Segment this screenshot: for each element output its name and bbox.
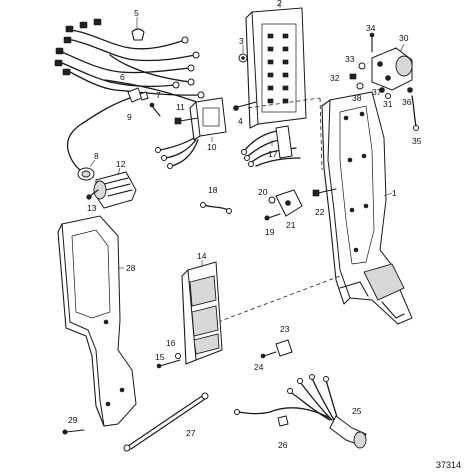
callout-27: 27 — [186, 428, 196, 438]
connector-part-23 — [275, 339, 293, 357]
harness-part-17 — [241, 125, 301, 167]
solenoid-part-30 — [371, 43, 413, 91]
callout-35: 35 — [412, 136, 422, 146]
bolt-part-22 — [312, 188, 337, 197]
callout-22: 22 — [315, 207, 325, 217]
terminal-block-part-2 — [245, 3, 307, 129]
washer-part-16 — [175, 353, 181, 359]
callout-32: 32 — [330, 73, 340, 83]
washer-part-32 — [349, 73, 357, 80]
boot-part-8 — [77, 159, 96, 181]
callout-29: 29 — [68, 415, 78, 425]
callout-7: 7 — [156, 90, 161, 100]
callout-30: 30 — [399, 33, 409, 43]
alignment-line — [217, 275, 341, 323]
screw-part-29 — [62, 429, 85, 435]
callout-31: 31 — [383, 99, 393, 109]
switch-box-part-14 — [181, 260, 223, 365]
callout-36: 36 — [402, 97, 412, 107]
callout-26: 26 — [278, 440, 288, 450]
coil-part-12 — [93, 167, 137, 209]
callout-6: 6 — [120, 72, 125, 82]
wire-part-18 — [200, 202, 232, 214]
callout-18: 18 — [208, 185, 218, 195]
harness-part-25 — [234, 374, 367, 449]
callout-10: 10 — [207, 142, 217, 152]
callout-5: 5 — [134, 8, 139, 18]
nut-part-36 — [407, 87, 413, 93]
callout-13: 13 — [87, 203, 97, 213]
callout-24: 24 — [254, 362, 264, 372]
callout-37: 37 — [372, 87, 382, 97]
callout-25: 25 — [352, 406, 362, 416]
callout-1: 1 — [392, 188, 397, 198]
clip-part-5 — [131, 17, 145, 41]
screw-part-24 — [260, 351, 277, 359]
connector-part-26 — [277, 415, 289, 427]
callout-12: 12 — [116, 159, 126, 169]
callout-11: 11 — [176, 102, 185, 112]
callout-33: 33 — [345, 54, 355, 64]
alignment-line — [247, 97, 321, 109]
callout-21: 21 — [286, 220, 296, 230]
washer-part-31 — [385, 93, 391, 99]
callout-34: 34 — [366, 23, 376, 33]
screw-part-4 — [233, 101, 257, 111]
nut-part-37 — [379, 87, 385, 93]
callout-23: 23 — [280, 324, 290, 334]
callout-20: 20 — [258, 187, 268, 197]
sensor-part-21 — [275, 189, 303, 217]
alignment-line — [319, 97, 323, 171]
callout-4: 4 — [238, 116, 243, 126]
callout-38: 38 — [352, 93, 362, 103]
callout-17: 17 — [268, 149, 278, 159]
washer-part-20 — [268, 196, 276, 204]
figure-number: 37314 — [436, 460, 461, 470]
lead-part-35 — [411, 95, 419, 131]
screw-part-34 — [369, 32, 375, 53]
callout-14: 14 — [197, 251, 207, 261]
screw-part-13 — [86, 189, 99, 200]
callout-2: 2 — [277, 0, 282, 8]
bolt-part-11 — [174, 117, 199, 125]
module-part-10 — [155, 97, 227, 169]
callout-16: 16 — [166, 338, 176, 348]
ground-strap-part-27 — [123, 392, 209, 452]
terminal-part-38 — [356, 82, 364, 90]
callout-19: 19 — [265, 227, 275, 237]
nut-part-3 — [238, 45, 248, 63]
callout-9: 9 — [127, 112, 132, 122]
callout-28: 28 — [126, 263, 136, 273]
nut-part-33 — [358, 62, 366, 70]
cover-part-28 — [57, 215, 137, 427]
spark-lead-part-9 — [66, 87, 161, 171]
wiring-harness-part-6 — [54, 18, 210, 109]
callout-3: 3 — [239, 36, 244, 46]
screw-part-19 — [264, 213, 281, 221]
callout-15: 15 — [155, 352, 165, 362]
callout-8: 8 — [94, 151, 99, 161]
screw-part-15 — [156, 359, 181, 369]
mounting-plate-part-1 — [321, 91, 413, 325]
